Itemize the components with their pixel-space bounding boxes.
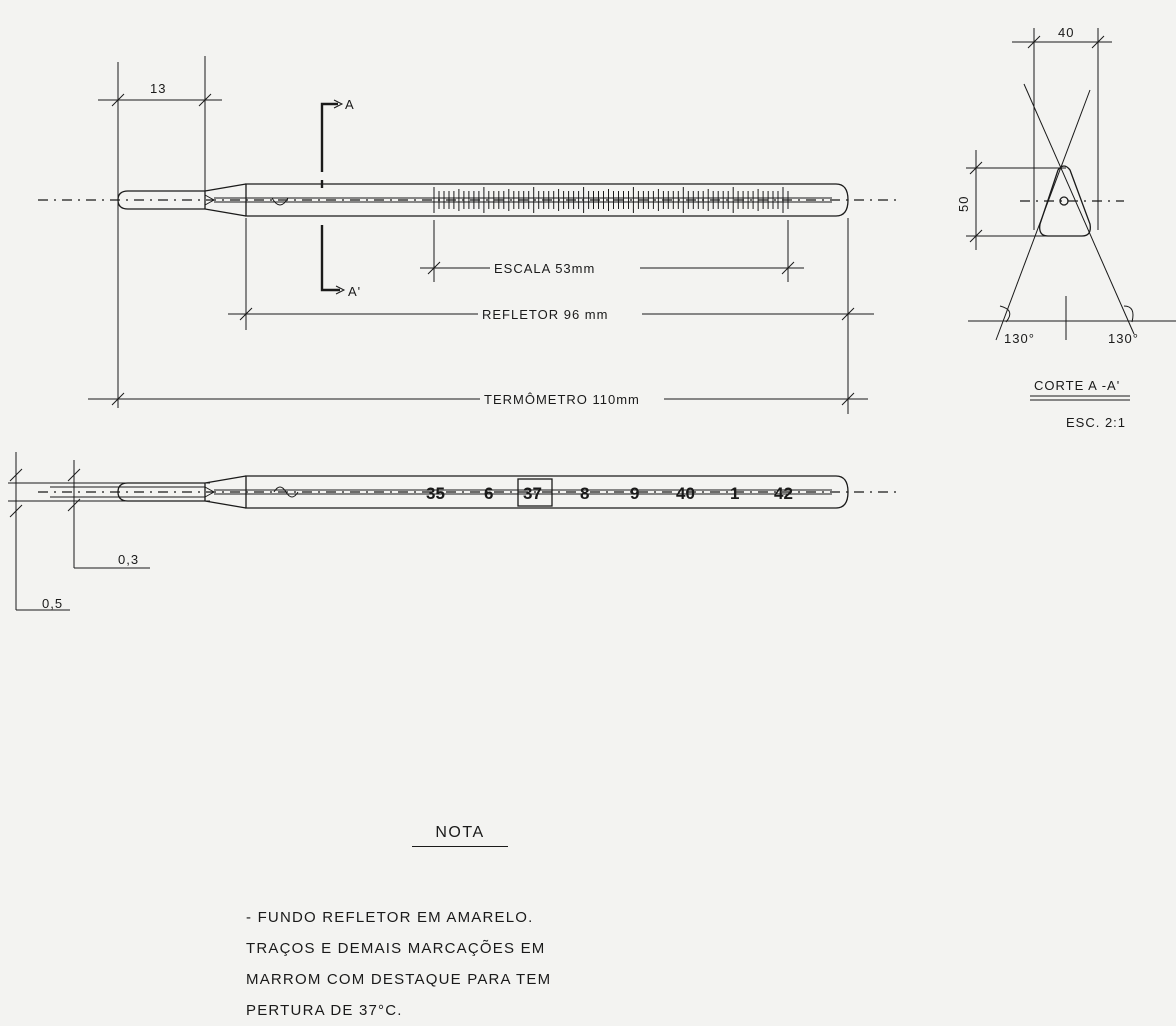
section-marker-bottom xyxy=(320,225,340,292)
scale-label-42: 42 xyxy=(774,484,793,503)
section-title: CORTE A -A' xyxy=(1034,378,1120,393)
offset-small-label: 0,3 xyxy=(118,552,139,567)
section-marker-top xyxy=(320,102,338,172)
thermometer-front-view: 35 6 37 8 9 40 1 42 xyxy=(38,475,900,509)
head-width-value: 13 xyxy=(150,81,166,96)
dimension-reflector: REFLETOR 96 mm xyxy=(228,218,874,330)
thermometer-body xyxy=(245,183,849,217)
scale-label-36: 6 xyxy=(484,484,493,503)
constriction xyxy=(271,197,289,206)
thermometer-top-view: A A' xyxy=(38,97,900,299)
triangle-profile xyxy=(1039,165,1091,237)
note-title: NOTA xyxy=(412,824,508,847)
scale-label-41: 1 xyxy=(730,484,739,503)
angle-left-label: 130° xyxy=(1004,331,1035,346)
dimension-scale: ESCALA 53mm xyxy=(420,220,804,282)
section-view: 40 50 130° 130° CORTE A -A' ESC. 2:1 xyxy=(956,25,1176,430)
thermometer-taper xyxy=(204,183,247,217)
scale-label-38: 8 xyxy=(580,484,589,503)
section-scale: ESC. 2:1 xyxy=(1066,415,1126,430)
dimension-offsets: 0,3 0,5 xyxy=(8,452,210,611)
scale-ticks xyxy=(433,187,789,213)
angle-right-label: 130° xyxy=(1108,331,1139,346)
note-line: MARROM COM DESTAQUE PARA TEM xyxy=(246,971,552,988)
scale-label-37: 37 xyxy=(523,484,542,503)
highlight-box-37 xyxy=(517,478,553,507)
note-line: - FUNDO REFLETOR EM AMARELO. xyxy=(246,909,534,926)
thermometer-body-front xyxy=(245,475,849,509)
note-line: TRAÇOS E DEMAIS MARCAÇÕES EM xyxy=(246,940,546,957)
thermometer-length-label: TERMÔMETRO 110mm xyxy=(484,392,640,407)
section-width-value: 40 xyxy=(1058,25,1074,40)
dimension-head-width: 13 xyxy=(98,56,222,408)
section-marker-label-top: A xyxy=(345,97,355,112)
note-line: PERTURA DE 37°C. xyxy=(246,1002,403,1019)
section-height-value: 50 xyxy=(956,196,971,212)
scale-label-39: 9 xyxy=(630,484,639,503)
scale-label-40: 40 xyxy=(676,484,695,503)
note-text: - FUNDO REFLETOR EM AMARELO. TRAÇOS E DE… xyxy=(246,902,666,1026)
scale-length-label: ESCALA 53mm xyxy=(494,261,595,276)
dimension-thermometer: TERMÔMETRO 110mm xyxy=(88,330,868,414)
scale-label-35: 35 xyxy=(426,484,445,503)
reflector-length-label: REFLETOR 96 mm xyxy=(482,307,608,322)
offset-large-label: 0,5 xyxy=(42,596,63,611)
section-marker-label-bottom: A' xyxy=(348,284,361,299)
